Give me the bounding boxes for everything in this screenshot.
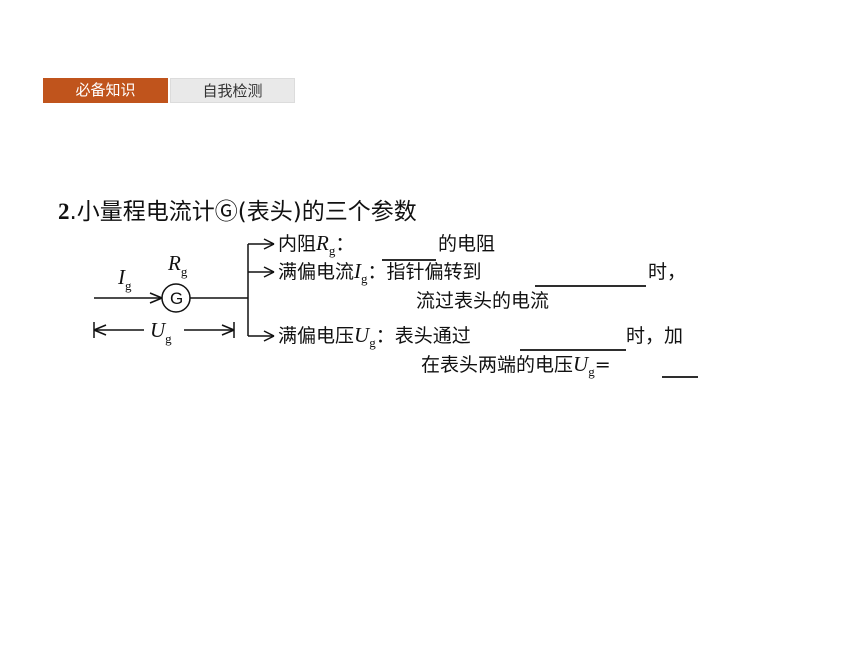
current-arrow-upper xyxy=(149,292,163,299)
voltage-arrow-left-head-b xyxy=(93,329,107,336)
param-full-scale-voltage-tail: 时，加 xyxy=(626,325,683,347)
voltage-arrow-right-head-a xyxy=(221,324,235,331)
param-full-scale-current-tail: 时， xyxy=(648,261,686,283)
param-full-scale-current: 满偏电流Ig：指针偏转到 xyxy=(278,259,482,286)
branch-arrow-1-head-a xyxy=(263,238,275,245)
param-internal-resistance-tail: 的电阻 xyxy=(438,233,495,255)
resistance-label: Rg xyxy=(167,251,188,279)
branch-arrow-2-head-b xyxy=(263,271,275,278)
branch-arrow-3-head-a xyxy=(263,330,275,337)
heading-number: 2 xyxy=(58,199,70,224)
voltage-arrow-left-head-a xyxy=(93,324,107,331)
branch-arrow-3-head-b xyxy=(263,335,275,342)
galvanometer-diagram: G Ig Rg Ug 内阻Rg： 的电阻 满偏电流Ig：指针偏转到 时， 流过表… xyxy=(93,231,698,379)
current-label: Ig xyxy=(117,265,132,293)
param-full-scale-current-line2: 流过表头的电流 xyxy=(416,290,549,312)
param-full-scale-voltage-line2: 在表头两端的电压Ug= xyxy=(421,352,611,379)
heading-text: .小量程电流计Ⓖ(表头)的三个参数 xyxy=(69,199,417,225)
voltage-label: Ug xyxy=(150,318,172,346)
current-arrow-lower xyxy=(149,297,163,304)
param-internal-resistance: 内阻Rg： xyxy=(278,231,354,258)
section-heading: 2.小量程电流计Ⓖ(表头)的三个参数 xyxy=(58,196,417,228)
tab-self-check[interactable]: 自我检测 xyxy=(170,78,295,103)
voltage-arrow-right-head-b xyxy=(221,329,235,336)
tab-essential-knowledge[interactable]: 必备知识 xyxy=(43,78,168,103)
branch-arrow-1-head-b xyxy=(263,243,275,250)
tab-bar: 必备知识 自我检测 xyxy=(43,78,295,103)
param-full-scale-voltage: 满偏电压Ug：表头通过 xyxy=(278,323,471,350)
branch-arrow-2-head-a xyxy=(263,266,275,273)
galvanometer-letter: G xyxy=(170,289,183,308)
